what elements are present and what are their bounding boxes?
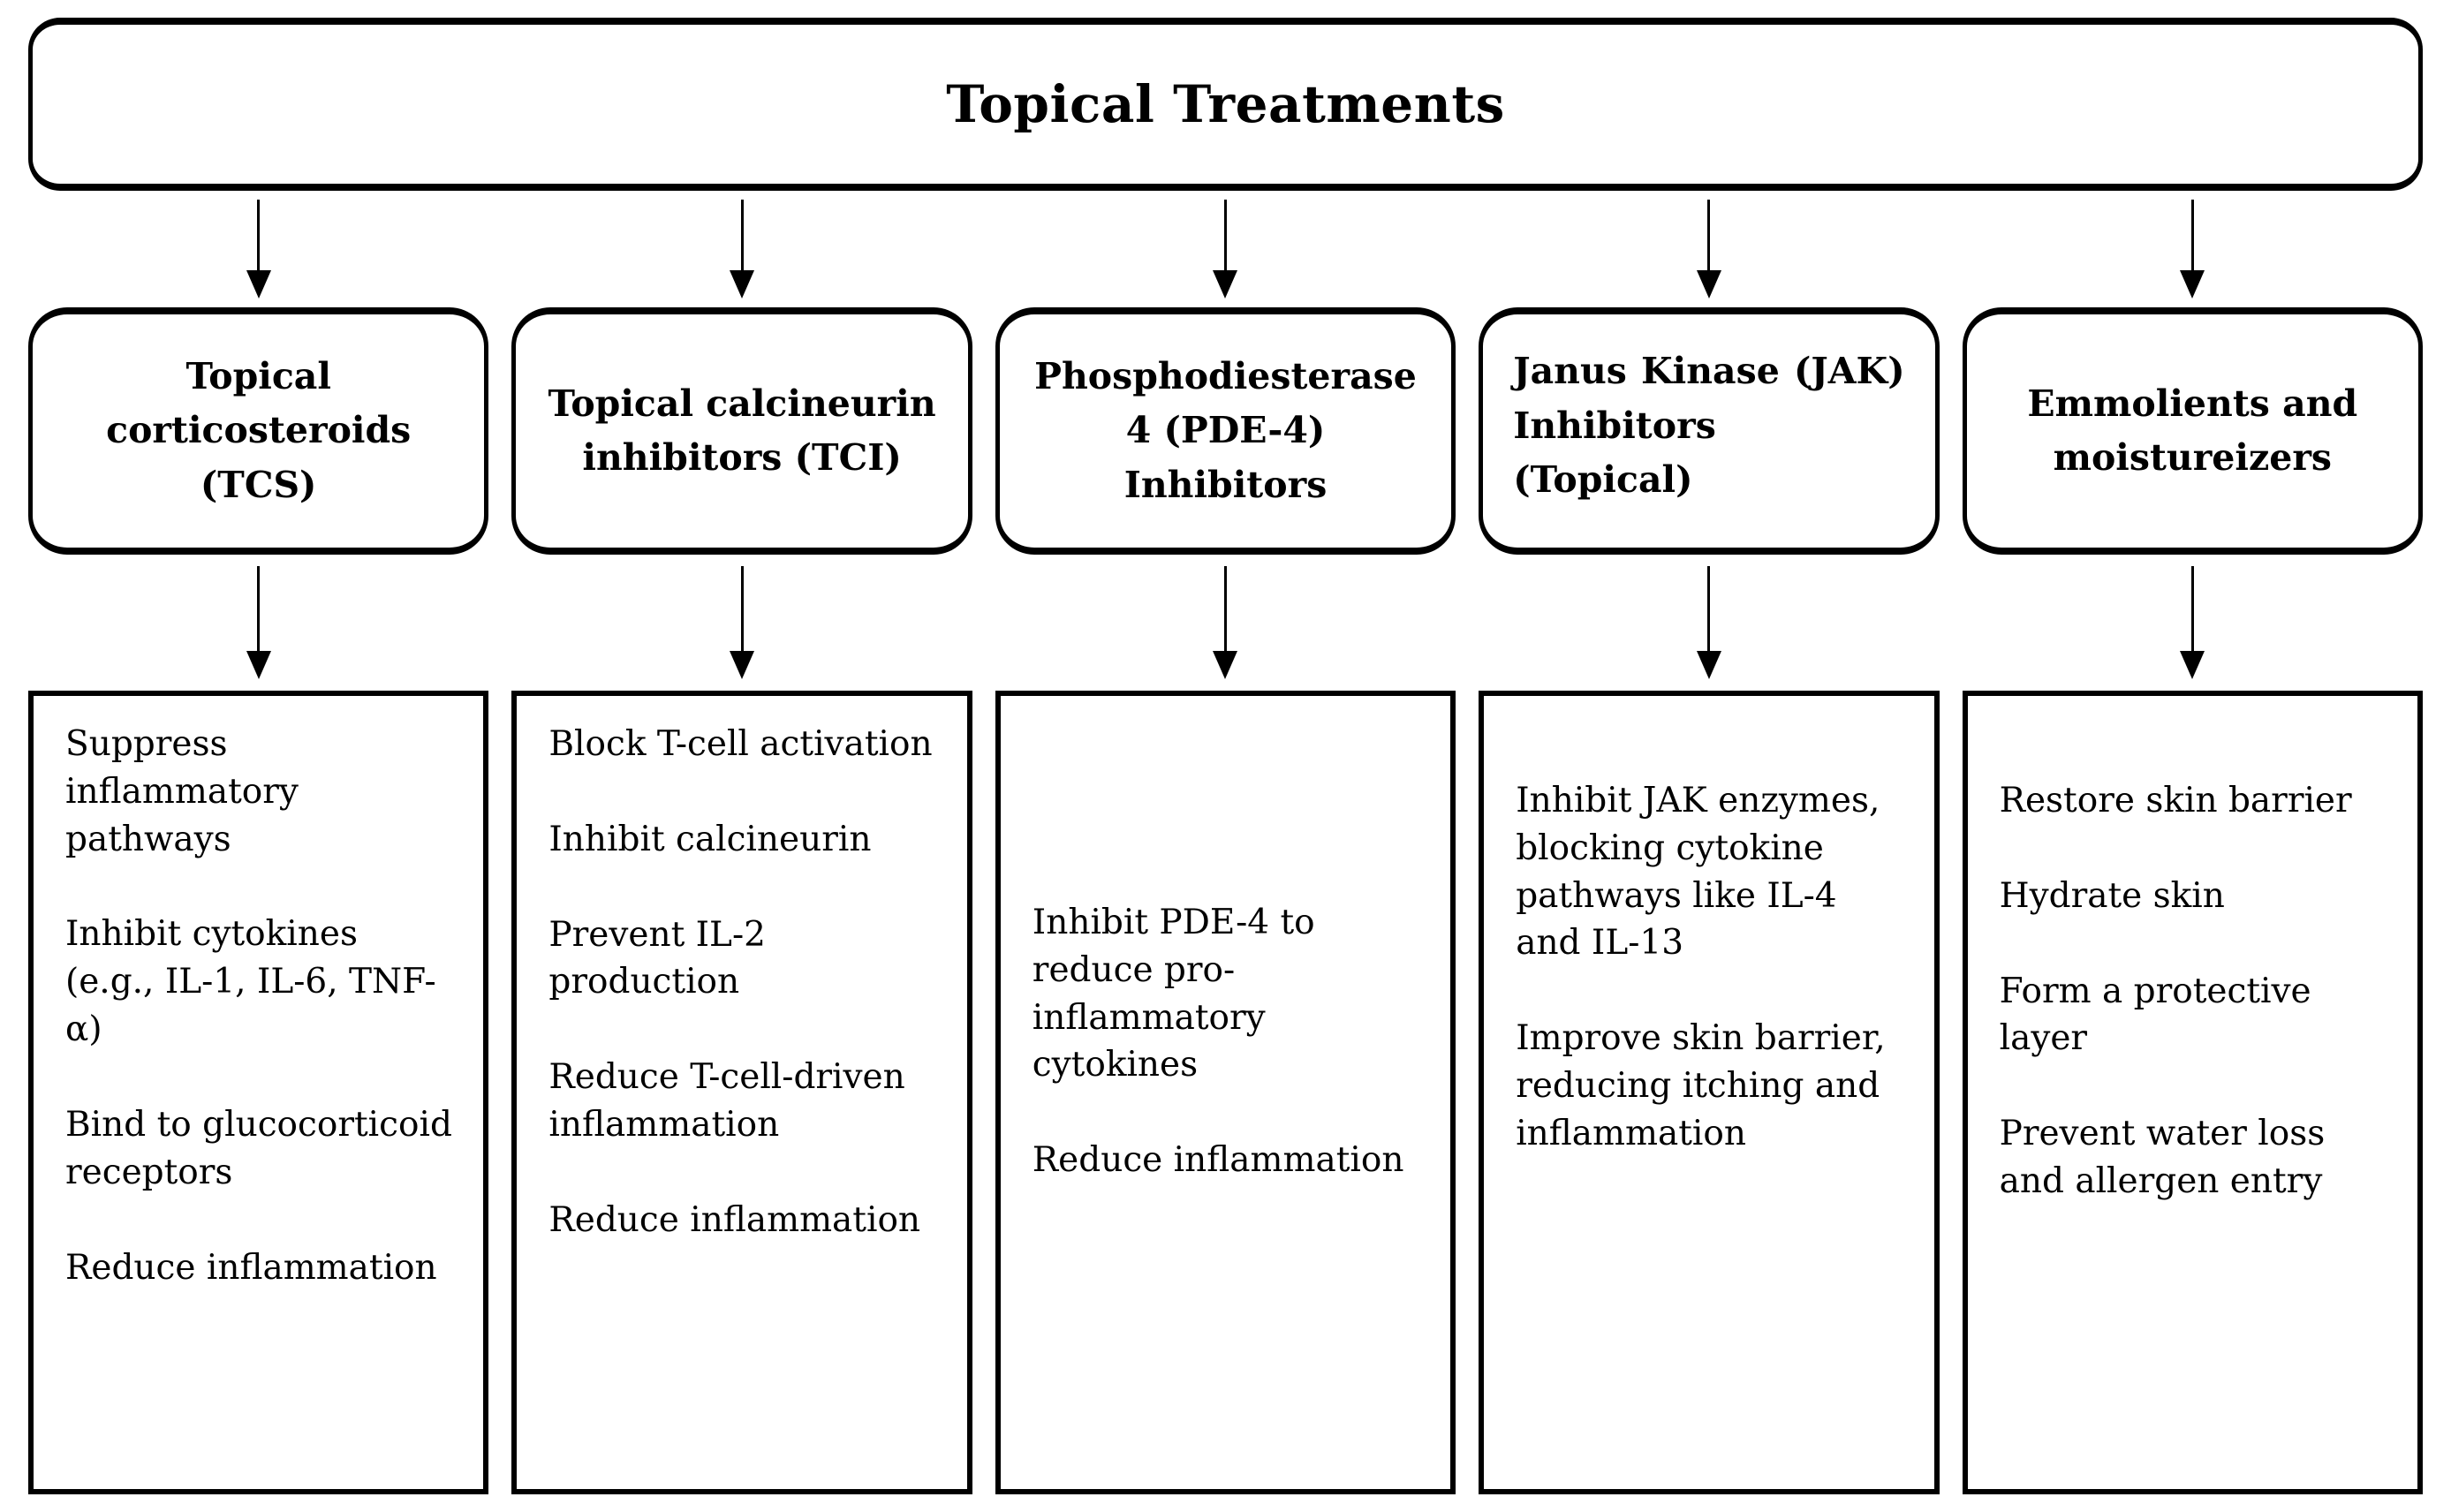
mechanism-text: Reduce inflammation: [65, 1247, 437, 1288]
category-label: Topical corticosteroids (TCS): [106, 354, 412, 506]
mechanism-text: Hydrate skin: [1999, 875, 2225, 916]
arrow-head: [246, 651, 271, 679]
mechanism-text: Inhibit JAK enzymes, blocking cytokine p…: [1516, 781, 1880, 964]
arrow-down-icon: [1213, 566, 1238, 679]
arrow-down-icon: [1213, 200, 1238, 299]
arrow-shaft: [257, 200, 261, 270]
arrow-head: [1696, 270, 1721, 299]
arrow-head: [730, 651, 755, 679]
arrow-shaft: [1707, 200, 1711, 270]
detail-box-emollients: Restore skin barrier Hydrate skin Form a…: [1962, 691, 2423, 1494]
arrow-shaft: [740, 566, 744, 651]
arrow-row-top: [0, 191, 2451, 307]
diagram-title: Topical Treatments: [946, 74, 1505, 134]
category-box-tcs: Topical corticosteroids (TCS): [28, 307, 489, 555]
arrow-shaft: [740, 200, 744, 270]
arrow-cell: [1963, 191, 2423, 307]
category-box-tci: Topical calcineurin inhibitors (TCI): [511, 307, 972, 555]
mechanism-text: Suppress inflammatory pathways: [65, 724, 299, 859]
arrow-head: [1213, 651, 1238, 679]
category-box-pde4: Phosphodiesterase 4 (PDE-4) Inhibitors: [995, 307, 1456, 555]
arrow-shaft: [1707, 566, 1711, 651]
arrow-head: [246, 270, 271, 299]
mechanism-text: Inhibit calcineurin: [548, 819, 872, 859]
arrow-head: [1696, 651, 1721, 679]
category-label: Phosphodiesterase 4 (PDE-4) Inhibitors: [1034, 354, 1417, 506]
arrow-cell: [1963, 555, 2423, 691]
mechanism-text: Form a protective layer: [1999, 971, 2311, 1059]
mechanism-text: Bind to glucocorticoid receptors: [65, 1104, 452, 1192]
mechanism-text: Restore skin barrier: [1999, 781, 2352, 820]
arrow-down-icon: [1696, 566, 1721, 679]
category-box-jak: Janus Kinase (JAK) Inhibitors (Topical): [1479, 307, 1940, 555]
mechanism-text: Reduce T-cell-driven inflammation: [548, 1057, 905, 1145]
mechanism-text: Improve skin barrier, reducing itching a…: [1516, 1018, 1886, 1153]
title-box: Topical Treatments: [28, 18, 2423, 191]
arrow-head: [2180, 270, 2205, 299]
arrow-shaft: [1223, 566, 1227, 651]
arrow-head: [1213, 270, 1238, 299]
detail-box-pde4: Inhibit PDE-4 to reduce pro-inflammatory…: [995, 691, 1456, 1494]
arrow-cell: [1479, 191, 1939, 307]
arrow-shaft: [1223, 200, 1227, 270]
mechanism-text: Inhibit PDE-4 to reduce pro-inflammatory…: [1032, 903, 1315, 1085]
arrow-down-icon: [730, 200, 755, 299]
mechanism-text: Reduce inflammation: [548, 1199, 921, 1240]
arrow-down-icon: [2180, 566, 2205, 679]
arrow-shaft: [2190, 200, 2194, 270]
mechanism-text: Block T-cell activation: [548, 724, 933, 764]
arrow-cell: [511, 191, 972, 307]
arrow-shaft: [257, 566, 261, 651]
arrow-down-icon: [730, 566, 755, 679]
category-box-emollients: Emmolients and moistureizers: [1962, 307, 2423, 555]
detail-box-tci: Block T-cell activation Inhibit calcineu…: [511, 691, 972, 1494]
category-row: Topical corticosteroids (TCS) Topical ca…: [0, 307, 2451, 555]
detail-box-tcs: Suppress inflammatory pathways Inhibit c…: [28, 691, 489, 1494]
arrow-down-icon: [246, 200, 271, 299]
arrow-cell: [995, 191, 1456, 307]
arrow-down-icon: [246, 566, 271, 679]
arrow-down-icon: [2180, 200, 2205, 299]
mechanism-text: Prevent IL-2 production: [548, 914, 766, 1002]
arrow-down-icon: [1696, 200, 1721, 299]
arrow-head: [730, 270, 755, 299]
category-label: Topical calcineurin inhibitors (TCI): [548, 382, 936, 480]
arrow-cell: [1479, 555, 1939, 691]
arrow-cell: [511, 555, 972, 691]
arrow-cell: [28, 555, 488, 691]
detail-row: Suppress inflammatory pathways Inhibit c…: [0, 691, 2451, 1494]
mechanism-text: Prevent water loss and allergen entry: [1999, 1114, 2326, 1202]
arrow-cell: [995, 555, 1456, 691]
arrow-row-bottom: [0, 555, 2451, 691]
mechanism-text: Reduce inflammation: [1032, 1140, 1404, 1181]
arrow-shaft: [2190, 566, 2194, 651]
category-label: Emmolients and moistureizers: [2027, 382, 2358, 480]
arrow-cell: [28, 191, 488, 307]
arrow-head: [2180, 651, 2205, 679]
detail-box-jak: Inhibit JAK enzymes, blocking cytokine p…: [1479, 691, 1940, 1494]
category-label: Janus Kinase (JAK) Inhibitors (Topical): [1513, 350, 1905, 501]
mechanism-text: Inhibit cytokines (e.g., IL-1, IL-6, TNF…: [65, 914, 436, 1050]
